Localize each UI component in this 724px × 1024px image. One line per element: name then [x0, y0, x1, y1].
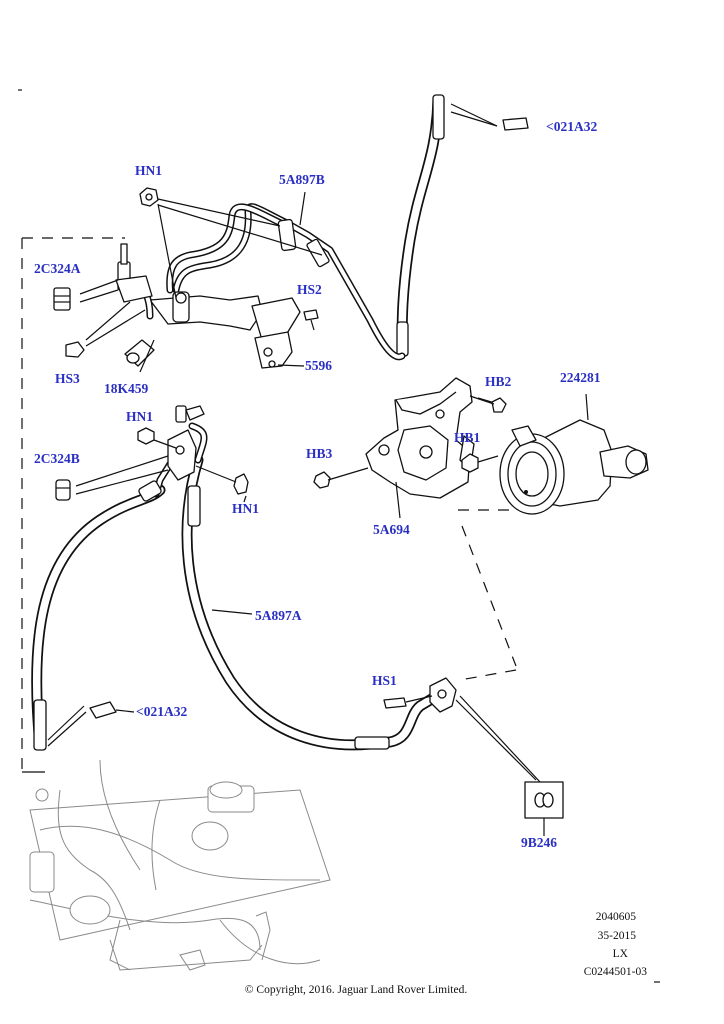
nut-hn1-mid: [137, 427, 155, 445]
lower-union-fitting: [383, 677, 564, 836]
return-hose-left: [31, 460, 174, 751]
bolt-hb3: [313, 471, 331, 489]
hose-ferrule-left-upper: [138, 480, 162, 502]
bolt-hb1: [461, 453, 479, 473]
callout-021a32-top: <021A32: [546, 119, 597, 134]
dashed-leaders-right: [458, 509, 517, 681]
callout-2c324b: 2C324B: [34, 451, 80, 466]
upper-bracket-assembly: [115, 243, 301, 369]
mid-union-bracket: [55, 405, 249, 501]
bolt-hs2: [303, 309, 319, 321]
callout-2c324a: 2C324A: [34, 261, 81, 276]
hose-ferrule-5a897a-upper: [187, 485, 201, 527]
callout-9b246: 9B246: [521, 835, 557, 850]
nut-hn1-right: [233, 473, 249, 495]
pressure-hose-5a897b: [166, 94, 445, 361]
bolt-hs1: [383, 697, 407, 709]
grommet-2c324b: [55, 479, 71, 501]
callout-224281: 224281: [560, 370, 601, 385]
copyright-notice: © Copyright, 2016. Jaguar Land Rover Lim…: [245, 984, 468, 996]
callout-18k459: 18K459: [104, 381, 149, 396]
callout-hs2: HS2: [297, 282, 322, 297]
callout-hs3: HS3: [55, 371, 80, 386]
callout-hn1-mid: HN1: [126, 409, 153, 424]
vehicle-location-thumbnail: [29, 759, 331, 971]
callout-hs1: HS1: [372, 673, 397, 688]
o-ring-021a32-bottom: [47, 701, 135, 747]
callout-5a897b: 5A897B: [279, 172, 325, 187]
callout-hb1: HB1: [454, 430, 481, 445]
callout-labels: <021A32 HN1 5A897B 2C324A HS2 HS3 18K459…: [34, 119, 601, 850]
reference-line-1: 2040605: [596, 911, 637, 923]
callout-021a32-bottom: <021A32: [136, 704, 187, 719]
hose-ferrule-lower: [396, 321, 409, 357]
power-steering-pump-224281: [499, 393, 649, 515]
leader-lines-upper: [79, 103, 529, 373]
pressure-hose-5a897a: [181, 422, 446, 751]
dashed-frame-left: [21, 237, 125, 773]
grommet-2c324a: [53, 287, 71, 311]
callout-5a694: 5A694: [373, 522, 410, 537]
callout-hn1-right: HN1: [232, 501, 259, 516]
leader-lines-lower: [211, 495, 253, 615]
reference-line-4: C0244501-03: [584, 966, 648, 978]
fitting-stem: [120, 243, 128, 265]
hardware-upper: [53, 187, 319, 367]
bolt-hs3: [65, 341, 85, 358]
union-block: [167, 429, 197, 481]
corner-marks: [18, 89, 660, 983]
hose-ferrule-5a897a-lower: [354, 736, 390, 750]
callout-hb3: HB3: [306, 446, 333, 461]
pipe-union-fitting: [306, 238, 330, 268]
hose-end-ferrule-top: [432, 94, 445, 140]
bolt-hb2: [491, 397, 507, 413]
o-ring-021a32-top: [502, 117, 529, 131]
callout-5a897a: 5A897A: [255, 608, 302, 623]
bolts-hb: [313, 395, 507, 519]
callout-hn1-top: HN1: [135, 163, 162, 178]
reference-block: 2040605 35-2015 LX C0244501-03: [584, 911, 648, 978]
reference-line-3: LX: [613, 948, 629, 960]
hose-ferrule-left-lower: [33, 699, 47, 751]
callout-5596: 5596: [305, 358, 332, 373]
callout-hb2: HB2: [485, 374, 512, 389]
reference-line-2: 35-2015: [598, 930, 637, 942]
bracket-5596: [254, 331, 293, 369]
